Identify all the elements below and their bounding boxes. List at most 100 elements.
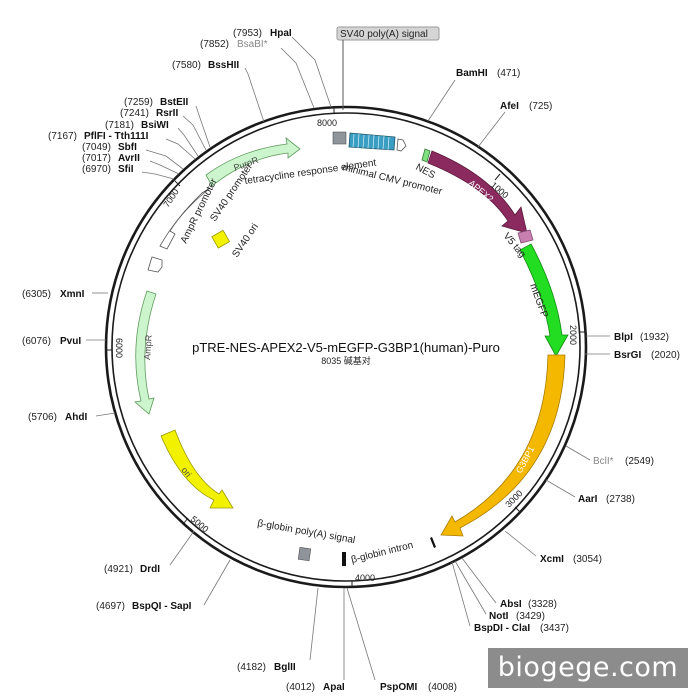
enzyme-bspqi[interactable]: (4697) BspQI - SapI [96,559,231,612]
enzyme-bspdi[interactable]: BspDI - ClaI (3437) [451,561,569,634]
svg-text:(4182): (4182) [237,662,266,673]
svg-text:XcmI: XcmI [540,554,564,565]
svg-text:(6970): (6970) [82,164,111,175]
enzyme-sfii[interactable]: (6970) SfiI [82,164,175,180]
bglobin-intron-label: β-globin intron [350,540,414,566]
enzyme-drdi[interactable]: (4921) DrdI [104,530,195,575]
enzyme-absi[interactable]: AbsI (3328) [461,557,557,610]
svg-text:(6305): (6305) [22,289,51,300]
svg-text:(2020): (2020) [651,350,680,361]
svg-text:BsiWI: BsiWI [141,120,169,131]
svg-text:(7852): (7852) [200,39,229,50]
tick-4000: 4000 [351,573,375,588]
svg-text:PvuI: PvuI [60,336,81,347]
tick-6000: 6000 [105,338,124,358]
svg-text:(7241): (7241) [120,108,149,119]
sv40-polya-label-box[interactable] [336,26,440,41]
enzyme-bsshii[interactable]: (7580) BssHII [172,60,265,123]
megfp-feature[interactable] [519,243,569,357]
svg-text:NotI: NotI [489,611,509,622]
svg-text:AarI: AarI [578,494,598,505]
svg-text:(4697): (4697) [96,601,125,612]
bglobin-intron-feature[interactable] [342,537,436,566]
enzyme-afei[interactable]: AfeI (725) [477,101,552,148]
svg-text:(4921): (4921) [104,564,133,575]
enzyme-rsrii[interactable]: (7241) RsrII [120,108,207,151]
min-cmv-feature[interactable] [396,138,407,152]
svg-text:(7181): (7181) [105,120,134,131]
sv40-ori-feature[interactable] [211,229,231,249]
svg-text:BsrGI: BsrGI [614,350,641,361]
enzyme-xmni[interactable]: (6305) XmnI [22,289,108,300]
svg-text:AbsI: AbsI [500,599,522,610]
svg-text:(7049): (7049) [82,142,111,153]
svg-text:PspOMI: PspOMI [380,682,417,693]
enzyme-bsiwi[interactable]: (7181) BsiWI [105,120,199,157]
svg-text:(2549): (2549) [625,456,654,467]
enzyme-avrii[interactable]: (7017) AvrII [82,153,180,175]
ampr-promoter-feature[interactable] [147,256,163,273]
enzyme-pspomi[interactable]: PspOMI (4008) [346,587,457,693]
sv40-polya-feature[interactable] [332,131,347,145]
enzyme-xcmi[interactable]: XcmI (3054) [504,530,602,565]
enzyme-sbfi[interactable]: (7049) SbfI [82,142,184,170]
v5-feature[interactable] [517,229,534,244]
svg-text:BspDI - ClaI: BspDI - ClaI [474,623,530,634]
svg-text:(3328): (3328) [528,599,557,610]
enzyme-apai[interactable]: (4012) ApaI [286,588,345,693]
g3bp1-feature[interactable] [440,354,566,537]
svg-text:PflFI - Tth111I: PflFI - Tth111I [84,131,149,142]
svg-text:6000: 6000 [114,338,124,358]
svg-text:BssHII: BssHII [208,60,239,71]
svg-text:ApaI: ApaI [323,682,345,693]
svg-text:(6076): (6076) [22,336,51,347]
enzyme-aari[interactable]: AarI (2738) [545,479,635,505]
backbone-outer-ring [104,105,588,589]
svg-text:BlpI: BlpI [614,332,633,343]
enzyme-hpai[interactable]: (7953) HpaI [233,28,332,108]
bglobin-polya-feature[interactable] [297,547,312,562]
svg-text:BstEII: BstEII [160,97,189,108]
tick-2000: 2000 [568,325,586,345]
enzyme-bsrgi[interactable]: BsrGI (2020) [585,350,680,361]
enzyme-bamhi[interactable]: BamHI (471) [427,68,520,122]
enzyme-blpi[interactable]: BlpI (1932) [586,332,669,343]
enzyme-bsabi[interactable]: (7852) BsaBI* [200,39,315,109]
svg-text:(2738): (2738) [606,494,635,505]
ampr-feature[interactable] [134,290,157,415]
svg-text:XmnI: XmnI [60,289,85,300]
ori-feature[interactable] [160,429,234,509]
sv40-polya-label: SV40 poly(A) signal [340,29,428,40]
svg-text:(3054): (3054) [573,554,602,565]
svg-text:BsaBI*: BsaBI* [237,39,268,50]
enzyme-ahdi[interactable]: (5706) AhdI [28,412,116,423]
enzyme-pvui[interactable]: (6076) PvuI [22,336,106,347]
enzyme-pflfi[interactable]: (7167) PflFI - Tth111I [48,131,196,160]
apex2-feature[interactable] [427,150,528,234]
plasmid-title: pTRE-NES-APEX2-V5-mEGFP-G3BP1(human)-Pur… [192,340,500,355]
puror-feature[interactable] [205,137,301,187]
svg-text:(725): (725) [529,101,552,112]
watermark-logo: biogege.com [488,648,688,688]
nes-feature[interactable] [421,148,431,163]
svg-text:(5706): (5706) [28,412,57,423]
svg-text:2000: 2000 [568,325,578,345]
enzyme-bcli[interactable]: BclI* (2549) [565,445,654,467]
backbone-inner-ring [111,112,581,582]
tick-8000: 8000 [317,106,337,128]
svg-text:(7167): (7167) [48,131,77,142]
sv40-ori-label: SV40 ori [230,222,261,260]
enzyme-noti[interactable]: NotI (3429) [454,560,545,622]
svg-text:HpaI: HpaI [270,28,292,39]
enzyme-bglii[interactable]: (4182) BglII [237,587,319,673]
svg-text:AvrII: AvrII [118,153,140,164]
svg-text:(7017): (7017) [82,153,111,164]
svg-text:8000: 8000 [317,118,337,128]
svg-text:4000: 4000 [355,573,375,583]
enzyme-bstei[interactable]: (7259) BstEII [124,97,211,148]
sv40-promoter-feature[interactable] [159,187,211,250]
svg-text:(471): (471) [497,68,520,79]
ori-label: ori [179,465,193,479]
tre-feature[interactable] [348,132,396,151]
